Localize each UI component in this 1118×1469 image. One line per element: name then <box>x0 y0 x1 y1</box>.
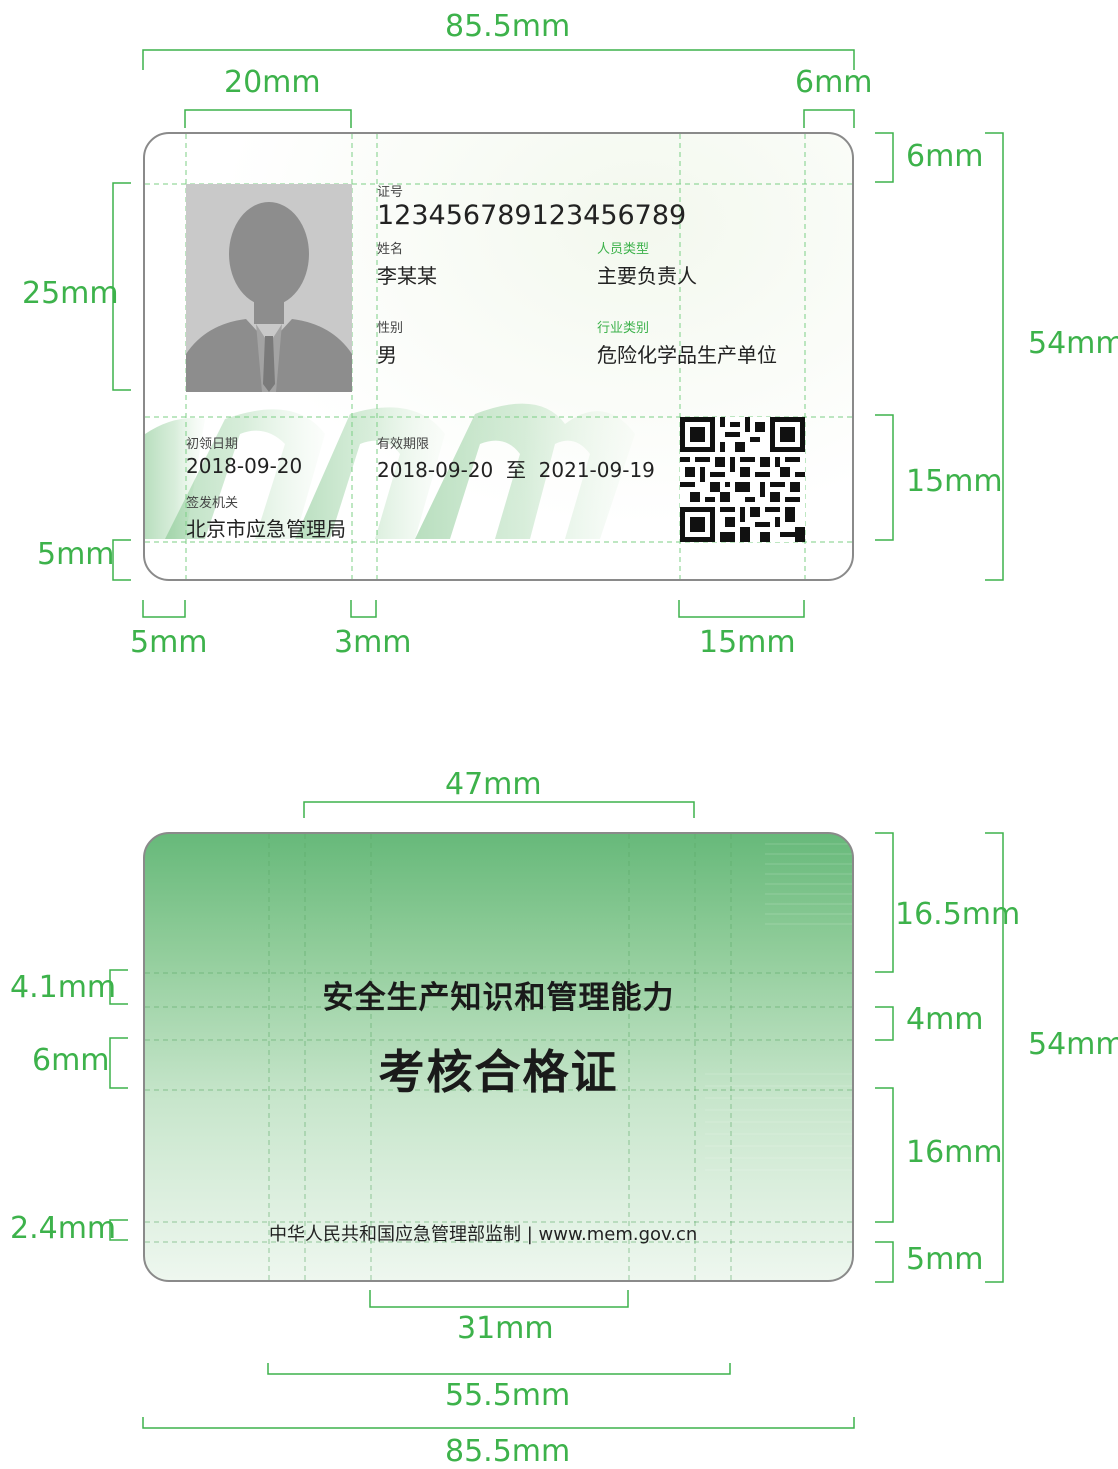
validity-value: 2018-09-20 至 2021-09-19 <box>377 458 655 482</box>
validity-label: 有效期限 <box>377 437 430 452</box>
dim-back-lower-band: 16mm <box>906 1135 1003 1170</box>
dim-front-width: 85.5mm <box>445 9 571 44</box>
dim-back-top-band: 16.5mm <box>895 897 1021 932</box>
industry-value: 危险化学品生产单位 <box>597 343 777 367</box>
person-type-label: 人员类型 <box>597 242 650 257</box>
issuer-value: 北京市应急管理局 <box>186 517 346 541</box>
card-front-pattern <box>145 134 852 579</box>
dim-qr-width: 15mm <box>699 625 796 660</box>
dim-back-height: 54mm <box>1028 1027 1118 1062</box>
first-issue-label: 初领日期 <box>186 437 239 452</box>
dim-footer-height: 2.4mm <box>10 1211 117 1246</box>
issuer-label: 签发机关 <box>186 496 239 511</box>
dim-title-gap: 4mm <box>906 1002 984 1037</box>
dim-right-margin: 6mm <box>795 65 873 100</box>
back-title-line1: 安全生产知识和管理能力 <box>322 980 675 1016</box>
gender-label: 性别 <box>377 321 404 336</box>
front-dimension-lines <box>112 49 1004 618</box>
card-back-pattern <box>145 834 852 1280</box>
dim-front-height: 54mm <box>1028 326 1118 361</box>
name-value: 李某某 <box>377 264 437 288</box>
dim-photo-height: 25mm <box>22 276 119 311</box>
dim-gap: 3mm <box>334 625 412 660</box>
back-footer: 中华人民共和国应急管理部监制 | www.mem.gov.cn <box>269 1224 698 1245</box>
dim-bottom-margin: 5mm <box>37 537 115 572</box>
cert-no-value: 123456789123456789 <box>377 200 687 231</box>
dim-footer-width: 55.5mm <box>445 1378 571 1413</box>
qr-code-icon <box>680 417 805 542</box>
first-issue-value: 2018-09-20 <box>186 454 303 478</box>
person-type-value: 主要负责人 <box>597 264 697 288</box>
dim-bottom-strip: 15mm <box>906 464 1003 499</box>
dim-title1-height: 4.1mm <box>10 970 117 1005</box>
dim-title2-width: 31mm <box>457 1311 554 1346</box>
dim-back-top-width: 47mm <box>445 767 542 802</box>
back-title-line2: 考核合格证 <box>378 1045 619 1099</box>
dim-title2-height: 6mm <box>32 1043 110 1078</box>
card-front: 证号 123456789123456789 姓名 李某某 人员类型 主要负责人 … <box>143 132 854 581</box>
name-label: 姓名 <box>377 242 404 257</box>
photo-placeholder <box>186 184 352 392</box>
card-back: 安全生产知识和管理能力 考核合格证 中华人民共和国应急管理部监制 | www.m… <box>143 832 854 1282</box>
person-silhouette-icon <box>186 202 352 392</box>
back-dimension-lines <box>109 801 1004 1429</box>
dim-top-margin: 6mm <box>906 139 984 174</box>
cert-no-label: 证号 <box>377 185 404 200</box>
gender-value: 男 <box>377 343 397 367</box>
dim-photo-width: 20mm <box>224 65 321 100</box>
dim-back-bottom-width: 85.5mm <box>445 1434 571 1469</box>
dim-back-bottom: 5mm <box>906 1242 984 1277</box>
dim-left-margin: 5mm <box>130 625 208 660</box>
industry-label: 行业类别 <box>597 321 650 336</box>
